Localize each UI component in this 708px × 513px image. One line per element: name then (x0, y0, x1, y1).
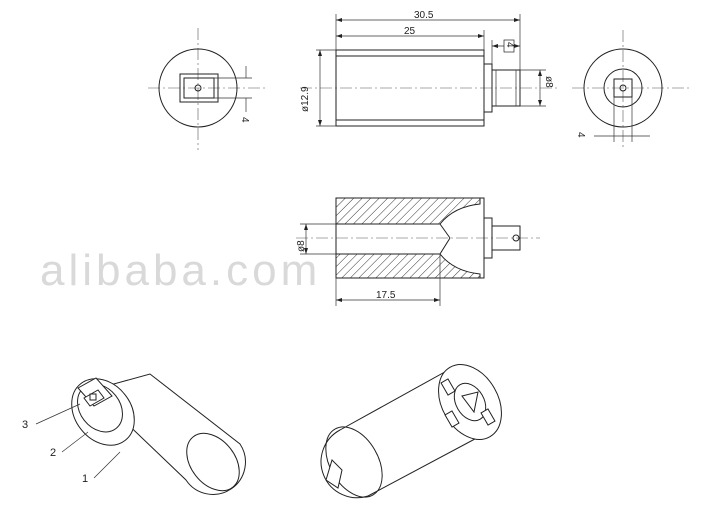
body-diameter-dim: ø12.9 (300, 86, 311, 112)
section-view: ø8 17.5 (296, 197, 540, 306)
bore-diameter-dim: ø8 (296, 240, 307, 252)
callout-3: 3 (22, 419, 28, 431)
drive-diameter-dim: ø8 (543, 76, 554, 88)
front-view: 30.5 25 4 ø12.9 ø8 (300, 10, 560, 127)
watermark-text: alibaba.com (40, 246, 321, 295)
right-isometric-view (320, 364, 502, 499)
right-end-view: 4 (572, 30, 692, 150)
left-end-view: 4 (148, 28, 268, 150)
left-isometric-view: 3 2 1 (22, 373, 246, 495)
drive-length-dim: 4 (504, 42, 515, 48)
callout-2: 2 (50, 447, 56, 459)
right-view-width-dim: 4 (575, 132, 586, 138)
body-length-dim: 25 (404, 26, 416, 37)
left-view-height-dim: 4 (239, 117, 250, 123)
bore-depth-dim: 17.5 (376, 290, 396, 301)
overall-length-dim: 30.5 (414, 10, 434, 21)
callout-1: 1 (82, 473, 88, 485)
